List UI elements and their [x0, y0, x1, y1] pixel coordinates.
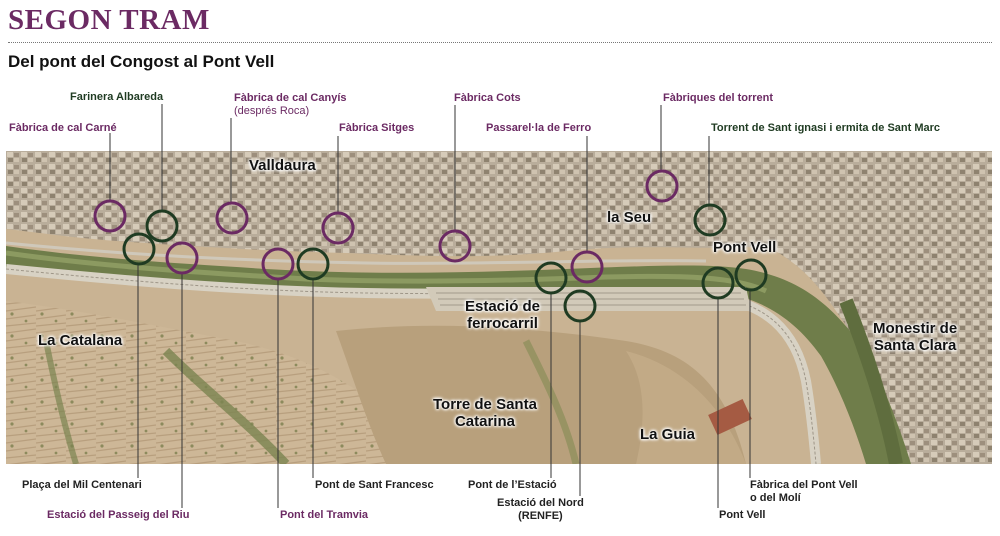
marker-estacio-passeig-riu[interactable] [165, 241, 199, 275]
title-divider [8, 42, 992, 43]
label-fabrica-cal-canyis-name: Fàbrica de cal Canyís [234, 92, 347, 104]
label-fabrica-sitges: Fàbrica Sitges [339, 122, 415, 134]
marker-fabrica-sitges[interactable] [321, 211, 355, 245]
marker-estacio-nord[interactable] [563, 289, 597, 323]
label-estacio-nord-note: (RENFE) [518, 510, 563, 522]
place-valldaura: Valldaura [249, 157, 316, 174]
label-estacio-nord: Estació del Nord (RENFE) [497, 497, 584, 523]
label-torrent-sant-ignasi: Torrent de Sant ignasi i ermita de Sant … [711, 122, 941, 134]
marker-pont-vell[interactable] [701, 266, 735, 300]
map-title: SEGON TRAM [8, 4, 210, 36]
marker-pont-tramvia[interactable] [261, 247, 295, 281]
label-fabrica-cal-canyis: Fàbrica de cal Canyís (després Roca) [234, 92, 347, 118]
label-fabrica-cal-carne: Fàbrica de cal Carné [9, 122, 117, 134]
marker-farinera-albareda[interactable] [145, 209, 179, 243]
label-placa-mil-centenari: Plaça del Mil Centenari [22, 479, 142, 491]
marker-fabrica-cots[interactable] [438, 229, 472, 263]
place-torre-line1: Torre de Santa [433, 396, 537, 413]
place-torre-santa-catarina: Torre de Santa Catarina [433, 396, 537, 430]
marker-passarella-ferro[interactable] [570, 250, 604, 284]
marker-pont-sant-francesc[interactable] [296, 247, 330, 281]
label-fabrica-cal-canyis-note: (després Roca) [234, 105, 310, 117]
marker-fabrica-pont-vell[interactable] [734, 258, 768, 292]
marker-fabrica-cal-canyis[interactable] [215, 201, 249, 235]
place-la-guia: La Guia [640, 426, 696, 443]
marker-torrent-sant-ignasi[interactable] [693, 203, 727, 237]
place-estacio-line1: Estació de [465, 298, 541, 315]
place-la-seu: la Seu [607, 209, 652, 226]
place-monestir-santa-clara: Monestir de Santa Clara [873, 320, 957, 354]
aerial-map [6, 151, 992, 464]
place-estacio-line2: ferrocarril [467, 315, 538, 332]
label-pont-tramvia: Pont del Tramvia [280, 509, 369, 521]
place-estacio-ferrocarril: Estació de ferrocarril [465, 298, 540, 332]
label-fabriques-torrent: Fàbriques del torrent [663, 92, 774, 104]
marker-placa-mil-centenari[interactable] [122, 232, 156, 266]
place-monestir-line2: Santa Clara [873, 337, 957, 354]
label-pont-vell: Pont Vell [719, 509, 766, 521]
marker-fabriques-torrent[interactable] [645, 169, 679, 203]
label-fabrica-cots: Fàbrica Cots [454, 92, 521, 104]
place-monestir-line1: Monestir de [873, 320, 958, 337]
label-passarella-ferro: Passarel·la de Ferro [486, 122, 592, 134]
label-pont-estacio: Pont de l’Estació [468, 479, 557, 491]
marker-pont-estacio[interactable] [534, 261, 568, 295]
label-fabrica-pont-vell-note: o del Molí [750, 492, 801, 504]
map-subtitle: Del pont del Congost al Pont Vell [8, 52, 275, 71]
label-farinera-albareda: Farinera Albareda [70, 91, 164, 103]
label-fabrica-pont-vell-name: Fàbrica del Pont Vell [750, 479, 858, 491]
place-torre-line2: Catarina [454, 413, 515, 430]
marker-fabrica-cal-carne[interactable] [93, 199, 127, 233]
label-pont-sant-francesc: Pont de Sant Francesc [315, 479, 434, 491]
label-fabrica-pont-vell: Fàbrica del Pont Vell o del Molí [750, 479, 858, 505]
label-estacio-nord-name: Estació del Nord [497, 497, 584, 509]
place-pont-vell: Pont Vell [713, 239, 777, 256]
place-la-catalana: La Catalana [38, 332, 123, 349]
label-estacio-passeig-riu: Estació del Passeig del Riu [47, 509, 190, 521]
